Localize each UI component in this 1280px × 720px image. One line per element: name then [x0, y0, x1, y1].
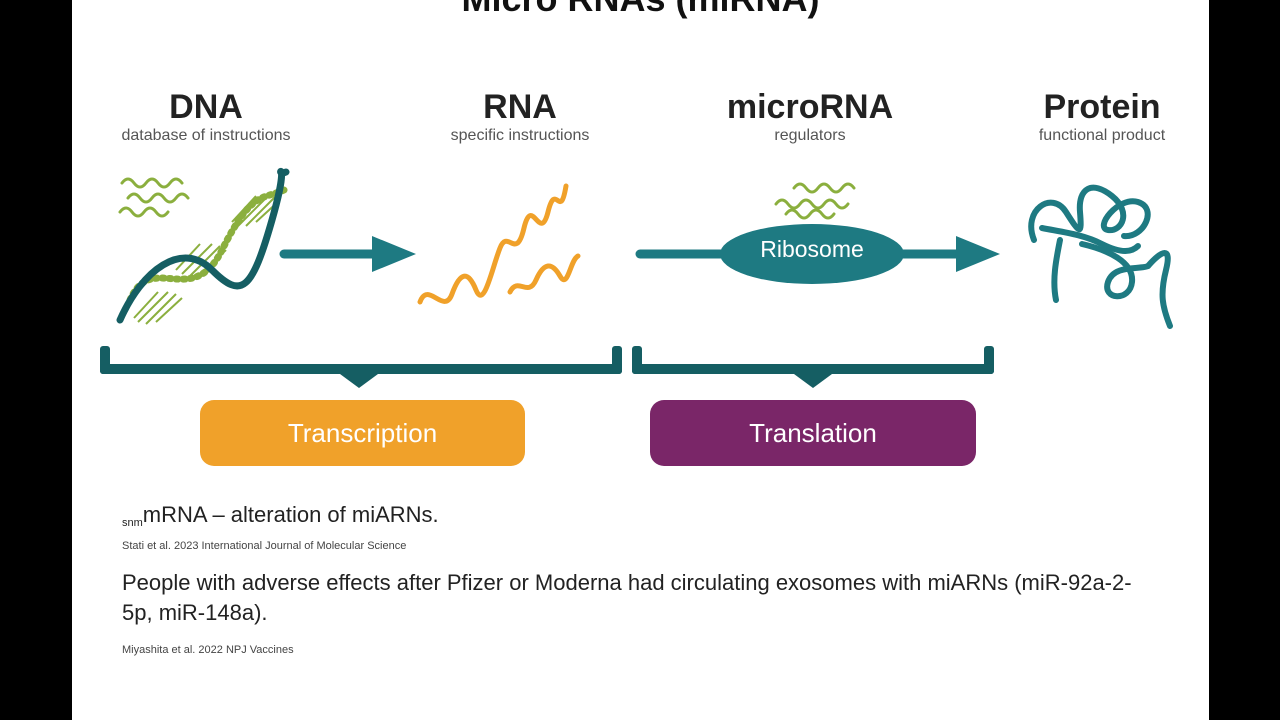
ribosome-label: Ribosome — [760, 236, 864, 262]
stage-rna: RNA specific instructions — [420, 88, 620, 145]
note-1-prefix: snm — [122, 517, 143, 529]
note-2-citation: Miyashita et al. 2022 NPJ Vaccines — [122, 644, 294, 656]
stage-title: DNA — [169, 88, 243, 126]
dna-wavy-strands-icon — [118, 177, 190, 218]
stage-protein: Protein functional product — [1002, 88, 1202, 145]
stage-title: Protein — [1043, 88, 1161, 126]
stage-title: microRNA — [726, 88, 894, 126]
stage-title: RNA — [483, 88, 557, 126]
diagram-graphics — [100, 167, 1173, 388]
transcription-bracket — [100, 346, 622, 388]
note-1-citation: Stati et al. 2023 International Journal … — [122, 540, 407, 552]
stage-dna: DNA database of instructions — [106, 88, 306, 145]
stage-microrna: microRNA regulators — [700, 88, 920, 145]
stage-subtitle: database of instructions — [121, 127, 291, 144]
note-1: snmmRNA – alteration of miARNs. — [122, 502, 439, 529]
protein-chain-icon — [1028, 184, 1173, 329]
dna-helix-icon — [116, 167, 290, 325]
note-2-text: People with adverse effects after Pfizer… — [122, 570, 1132, 625]
stage-subtitle: functional product — [1038, 127, 1166, 144]
transcription-pill: Transcription — [200, 400, 525, 466]
microrna-strands-icon — [774, 182, 856, 220]
ribosome-shape — [720, 224, 904, 284]
rna-strand-icon — [417, 183, 581, 305]
note-1-text: mRNA – alteration of miARNs. — [142, 502, 439, 527]
translation-bracket — [632, 346, 994, 388]
stage-subtitle: regulators — [774, 127, 846, 144]
arrow-dna-to-rna-icon — [279, 236, 416, 272]
translation-pill: Translation — [650, 400, 976, 466]
stage-subtitle: specific instructions — [450, 127, 590, 144]
